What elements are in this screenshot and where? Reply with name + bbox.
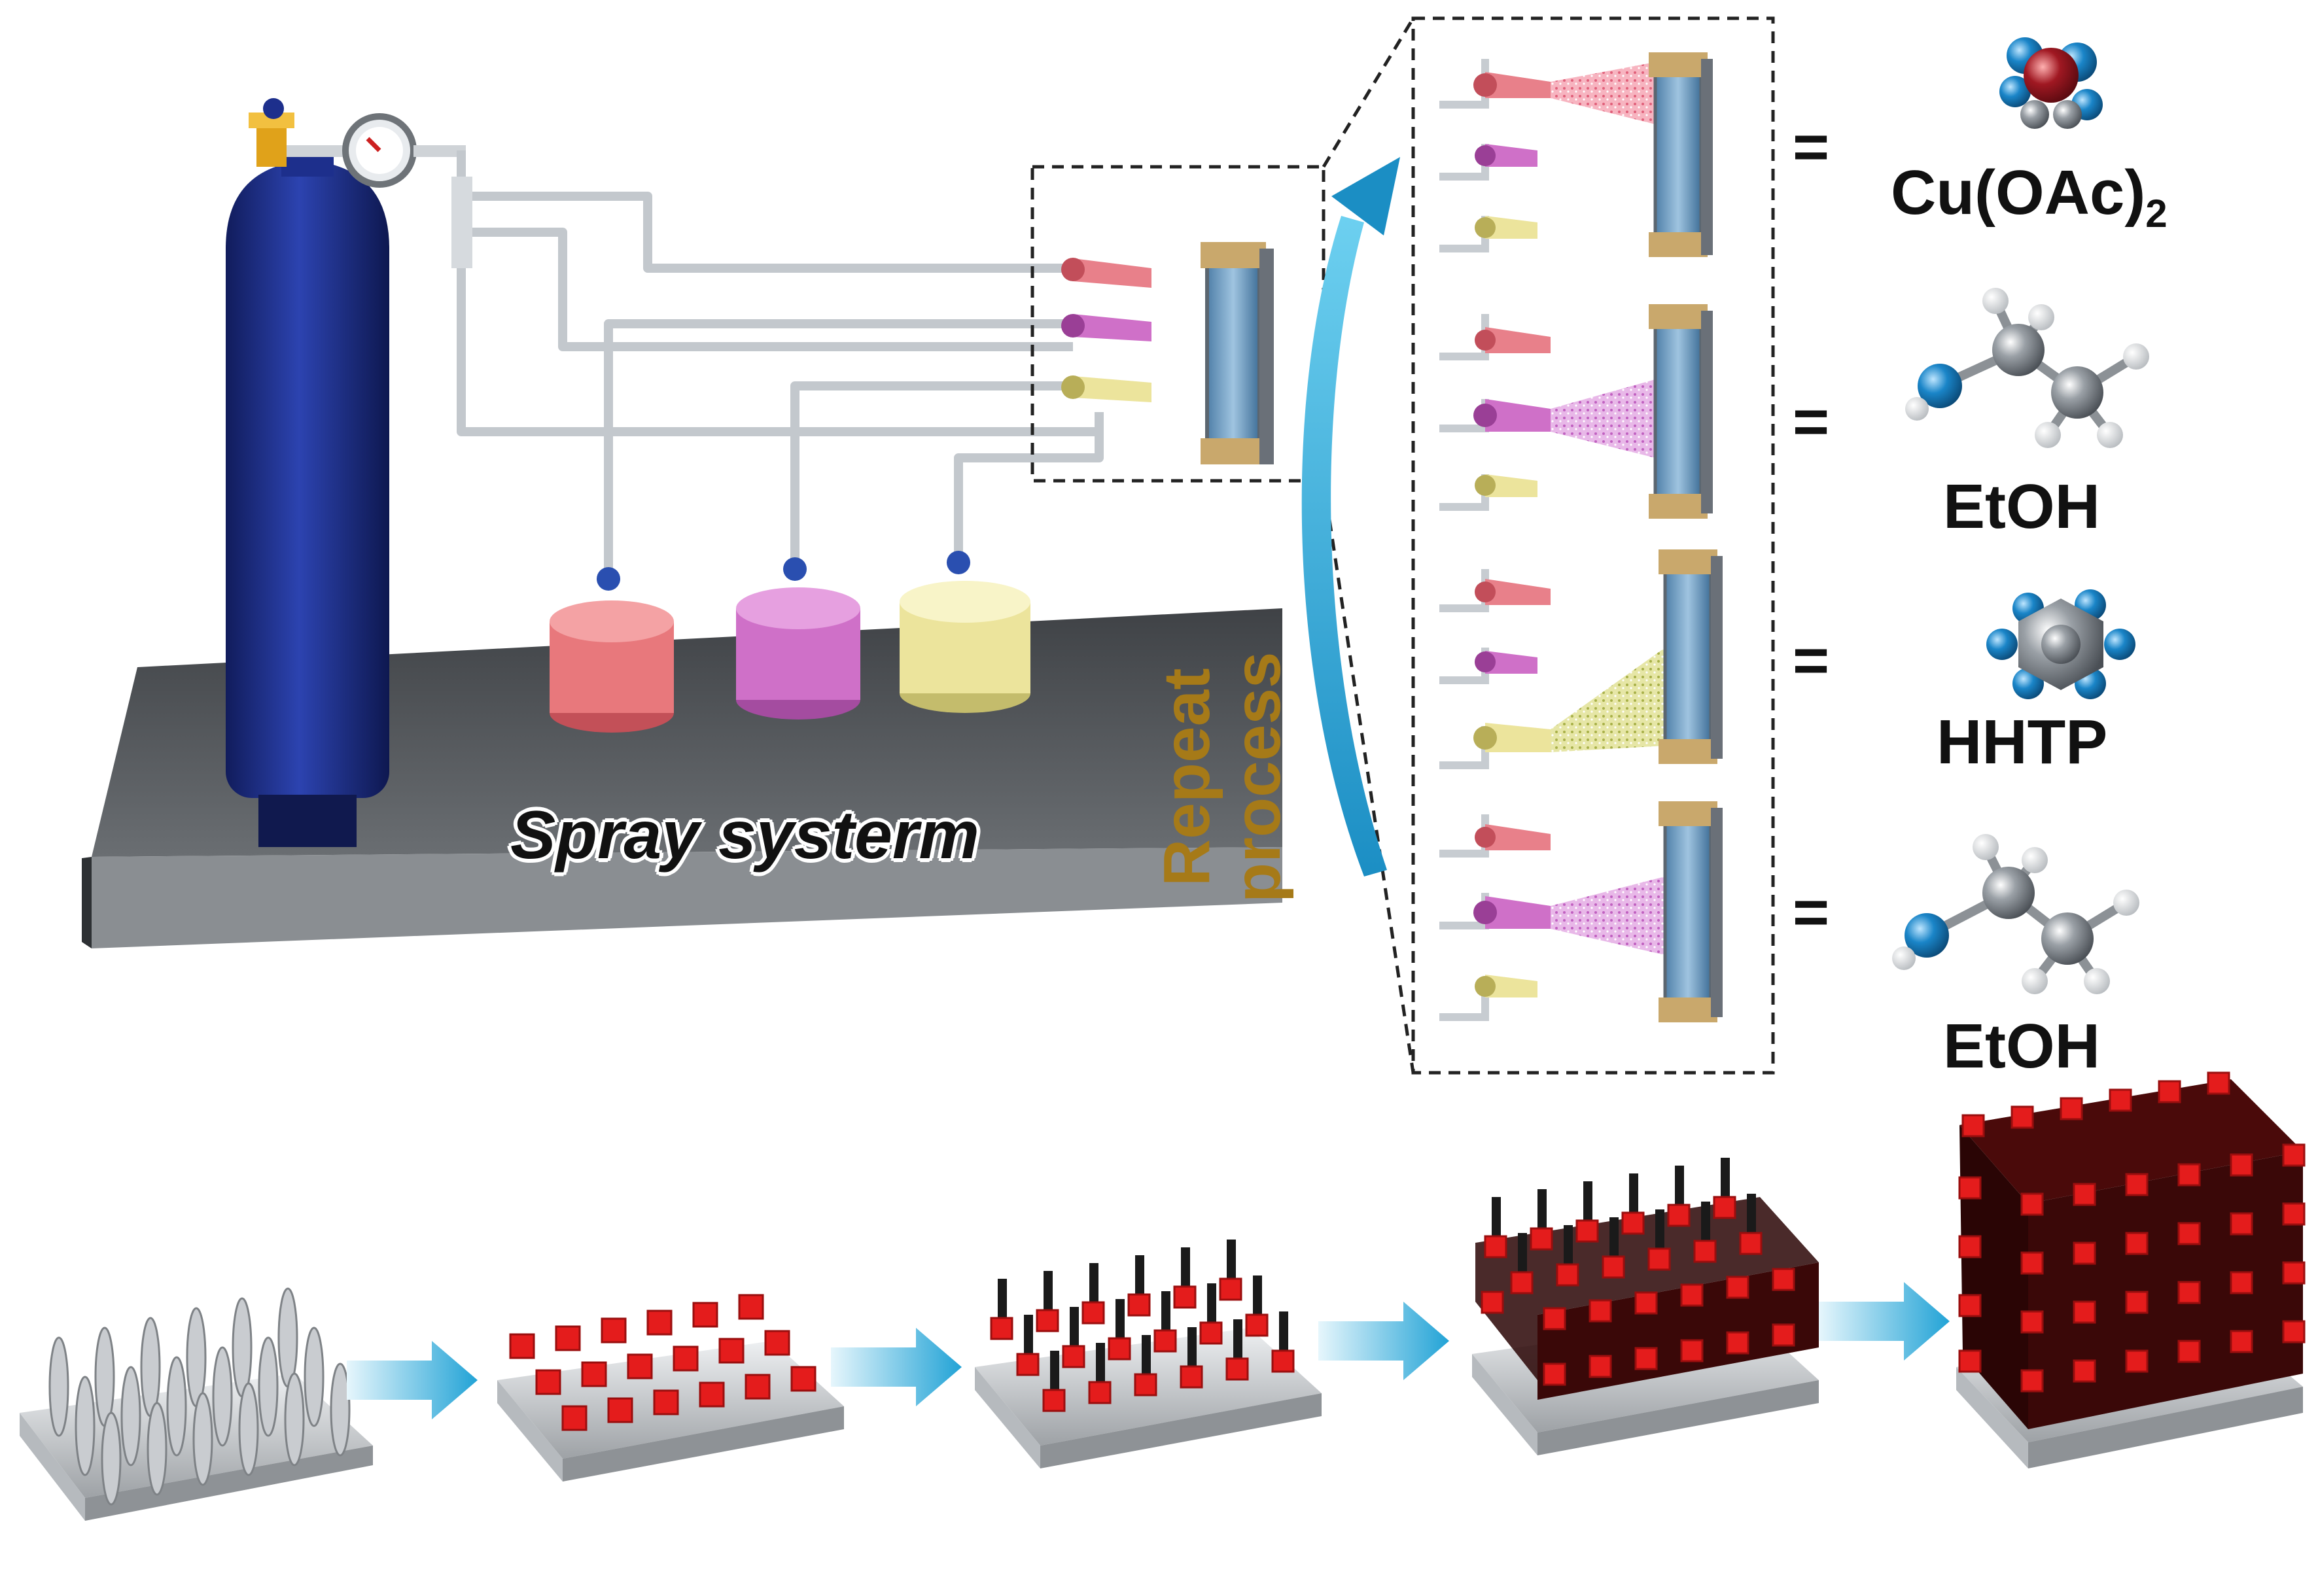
step-2-panel <box>1439 304 1713 519</box>
tank-red <box>550 567 674 733</box>
spray-system-label: Spray systerm <box>510 797 979 873</box>
growth-arrow-4 <box>1819 1282 1950 1361</box>
growth-arrow-1 <box>347 1341 478 1419</box>
equals-sign-1: = <box>1793 112 1830 182</box>
growth-arrow-3 <box>1318 1302 1449 1380</box>
mof-nodes-stage-2 <box>509 1294 817 1431</box>
substrate-holder <box>1201 242 1274 464</box>
mof-nodes-stage-5 <box>1958 1071 2306 1393</box>
tank-pink <box>736 557 860 720</box>
repeat-arrow <box>1301 157 1400 876</box>
compound-label-1: Cu(OAc)2 <box>1891 157 2168 236</box>
step-3-panel <box>1439 549 1723 769</box>
pressure-gauge-icon <box>287 113 466 188</box>
compound-label-3: HHTP <box>1937 707 2108 777</box>
mof-nodes-stage-4 <box>1481 1196 1795 1386</box>
equals-sign-3: = <box>1793 625 1830 695</box>
manifold <box>451 177 472 268</box>
step-panels <box>1439 52 1723 1022</box>
zoom-indicator <box>1030 16 1775 1075</box>
equals-sign-2: = <box>1793 387 1830 457</box>
etoh-molecule-icon-1 <box>1905 288 2149 448</box>
mof-linkers-stage-3 <box>998 1240 1288 1390</box>
repeat-label-line2: process <box>1221 651 1294 903</box>
gas-cylinder <box>226 150 389 847</box>
growth-arrow-2 <box>831 1328 962 1406</box>
valve-icon <box>249 98 294 167</box>
cu-oac2-molecule-icon <box>1999 37 2103 129</box>
compound-subscript-1: 2 <box>2145 192 2168 236</box>
compound-label-2: EtOH <box>1943 472 2100 542</box>
step-1-panel <box>1439 52 1713 257</box>
compound-label-4: EtOH <box>1943 1011 2100 1081</box>
tank-yellow <box>900 551 1030 713</box>
repeat-process-label: Repeat process <box>1150 651 1294 903</box>
mof-nodes-stage-3 <box>990 1277 1295 1412</box>
pipe-network <box>457 150 1104 576</box>
repeat-label-line1: Repeat <box>1150 668 1223 886</box>
hhtp-molecule-icon <box>1986 589 2135 699</box>
compound-name-1: Cu(OAc) <box>1891 158 2146 228</box>
nanorod-array <box>48 1287 351 1506</box>
main-nozzles <box>1061 258 1151 402</box>
mof-lattice-stage-4 <box>1492 1158 1756 1272</box>
step-4-panel <box>1439 801 1723 1022</box>
equals-sign-4: = <box>1793 877 1830 947</box>
etoh-molecule-icon-2 <box>1892 834 2139 994</box>
